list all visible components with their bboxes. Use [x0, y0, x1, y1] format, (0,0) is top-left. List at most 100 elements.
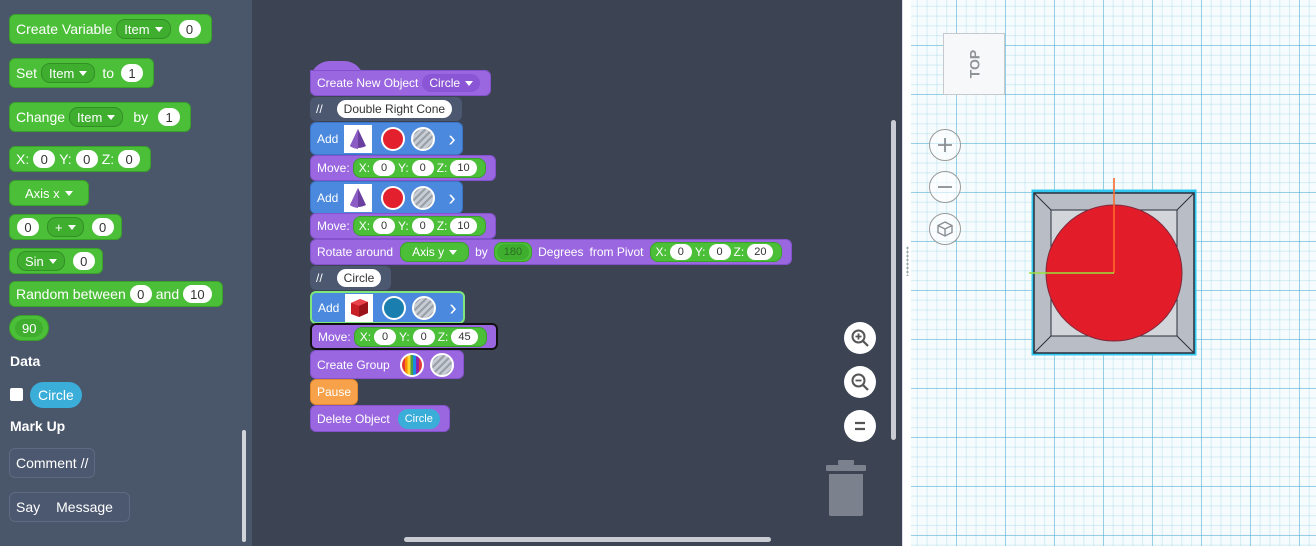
- chevron-right-icon[interactable]: ›: [448, 184, 456, 210]
- sin-block[interactable]: Sin 0: [9, 248, 103, 274]
- zoom-in-icon[interactable]: [844, 322, 876, 354]
- panel-splitter[interactable]: [902, 0, 911, 546]
- z-input[interactable]: 10: [450, 160, 477, 176]
- create-group-block[interactable]: Create Group: [310, 350, 464, 379]
- move-block[interactable]: Move: X: 0 Y: 0 Z: 10: [310, 155, 496, 181]
- rotate-around-block[interactable]: Rotate around Axis y by 180 Degrees from…: [310, 239, 793, 265]
- y-input[interactable]: 0: [412, 328, 435, 345]
- comment-input[interactable]: Circle: [336, 269, 382, 287]
- operator-dropdown[interactable]: +: [47, 217, 84, 237]
- comment-block[interactable]: // Circle: [310, 266, 392, 290]
- number-block[interactable]: 90: [9, 315, 50, 341]
- hole-swatch[interactable]: [429, 352, 454, 377]
- home-view-icon[interactable]: [929, 213, 961, 245]
- axis-dropdown[interactable]: Axis x: [18, 183, 80, 203]
- xyz-block[interactable]: X: 0 Y: 0 Z: 45: [353, 326, 487, 347]
- y-input[interactable]: 0: [411, 160, 434, 176]
- y-input[interactable]: 0: [75, 150, 98, 168]
- trash-icon[interactable]: [824, 460, 868, 516]
- say-block[interactable]: Say Message: [9, 492, 130, 522]
- degrees-input[interactable]: 180: [496, 244, 530, 260]
- circle-variable-block[interactable]: Circle: [397, 408, 440, 429]
- cone-icon[interactable]: [344, 183, 373, 212]
- workspace-horizontal-scrollbar[interactable]: [404, 537, 771, 542]
- move-block[interactable]: Move: X: 0 Y: 0 Z: 10: [310, 213, 496, 239]
- workspace-vertical-scrollbar[interactable]: [891, 120, 896, 440]
- x-input[interactable]: 0: [373, 160, 396, 176]
- variable-dropdown[interactable]: Item: [41, 63, 96, 83]
- value-input[interactable]: 0: [72, 252, 95, 270]
- function-dropdown[interactable]: Sin: [17, 251, 65, 271]
- shape-dropdown[interactable]: Circle: [422, 74, 481, 92]
- x-input[interactable]: 0: [374, 328, 397, 345]
- zoom-reset-icon[interactable]: [844, 410, 876, 442]
- comment-input[interactable]: Double Right Cone: [336, 100, 453, 118]
- value-input[interactable]: 1: [158, 108, 181, 126]
- create-variable-block[interactable]: Create Variable Item 0: [9, 14, 212, 44]
- add-block[interactable]: Add ›: [310, 181, 463, 214]
- value-input[interactable]: 1: [121, 64, 143, 82]
- max-input[interactable]: 10: [183, 285, 212, 303]
- x-input[interactable]: 0: [669, 244, 692, 260]
- number-block[interactable]: 180: [493, 242, 533, 262]
- number-input[interactable]: 90: [15, 319, 44, 337]
- random-block[interactable]: Random between 0 and 10: [9, 281, 223, 307]
- create-new-object-block[interactable]: Create New Object Circle: [310, 70, 492, 96]
- splitter-grip-icon[interactable]: [906, 246, 909, 276]
- z-input[interactable]: 0: [118, 150, 141, 168]
- axis-dropdown[interactable]: Axis y: [410, 243, 459, 261]
- minus-icon[interactable]: [929, 171, 961, 203]
- circle-checkbox[interactable]: [10, 388, 23, 401]
- palette-scrollbar[interactable]: [242, 430, 246, 542]
- hole-swatch[interactable]: [411, 126, 436, 151]
- operand-a-input[interactable]: 0: [17, 218, 39, 236]
- change-variable-block[interactable]: Change Item by 1: [9, 102, 192, 132]
- 3d-viewer[interactable]: TOP: [911, 0, 1316, 546]
- change-label: Change: [16, 109, 66, 125]
- z-input[interactable]: 10: [450, 218, 477, 234]
- hole-swatch[interactable]: [412, 295, 437, 320]
- x-input[interactable]: 0: [33, 150, 56, 168]
- min-input[interactable]: 0: [129, 285, 152, 303]
- chevron-right-icon[interactable]: ›: [449, 294, 457, 320]
- y-input[interactable]: 0: [411, 218, 434, 234]
- zoom-out-icon[interactable]: [844, 366, 876, 398]
- scene-objects[interactable]: [1029, 176, 1199, 358]
- axis-block[interactable]: Axis y: [400, 242, 470, 262]
- chevron-right-icon[interactable]: ›: [448, 125, 456, 151]
- pause-block[interactable]: Pause: [310, 379, 359, 405]
- teal-color-swatch[interactable]: [382, 295, 407, 320]
- z-input[interactable]: 20: [747, 244, 774, 260]
- plus-icon[interactable]: [929, 129, 961, 161]
- script-workspace[interactable]: Create New Object Circle // Double Right…: [252, 0, 902, 546]
- comment-block[interactable]: // Double Right Cone: [310, 97, 463, 121]
- xyz-block[interactable]: X: 0 Y: 0 Z: 0: [9, 146, 152, 172]
- cube-icon[interactable]: [345, 293, 374, 322]
- z-input[interactable]: 45: [451, 328, 478, 345]
- hole-swatch[interactable]: [411, 185, 436, 210]
- message-input[interactable]: Message: [56, 499, 113, 515]
- value-input[interactable]: 0: [178, 20, 201, 38]
- x-input[interactable]: 0: [373, 218, 396, 234]
- move-block-selected[interactable]: Move: X: 0 Y: 0 Z: 45: [310, 323, 498, 350]
- view-cube[interactable]: TOP: [943, 33, 1005, 95]
- circle-variable-block[interactable]: Circle: [30, 382, 82, 408]
- variable-dropdown[interactable]: Item: [69, 107, 124, 127]
- add-block-selected[interactable]: Add ›: [310, 291, 465, 324]
- red-color-swatch[interactable]: [381, 185, 406, 210]
- variable-dropdown[interactable]: Item: [116, 19, 171, 39]
- operand-b-input[interactable]: 0: [91, 218, 114, 236]
- red-color-swatch[interactable]: [381, 126, 406, 151]
- pivot-xyz-block[interactable]: X: 0 Y: 0 Z: 20: [649, 242, 783, 262]
- add-block[interactable]: Add ›: [310, 122, 463, 155]
- axis-block[interactable]: Axis x: [9, 180, 89, 206]
- multicolor-swatch[interactable]: [399, 352, 424, 377]
- delete-object-block[interactable]: Delete Object Circle: [310, 405, 450, 432]
- cone-icon[interactable]: [344, 124, 373, 153]
- set-variable-block[interactable]: Set Item to 1: [9, 58, 154, 88]
- xyz-block[interactable]: X: 0 Y: 0 Z: 10: [352, 216, 486, 236]
- math-block[interactable]: 0 + 0: [9, 214, 122, 240]
- xyz-block[interactable]: X: 0 Y: 0 Z: 10: [352, 158, 486, 178]
- comment-block[interactable]: Comment //: [9, 448, 96, 478]
- y-input[interactable]: 0: [708, 244, 731, 260]
